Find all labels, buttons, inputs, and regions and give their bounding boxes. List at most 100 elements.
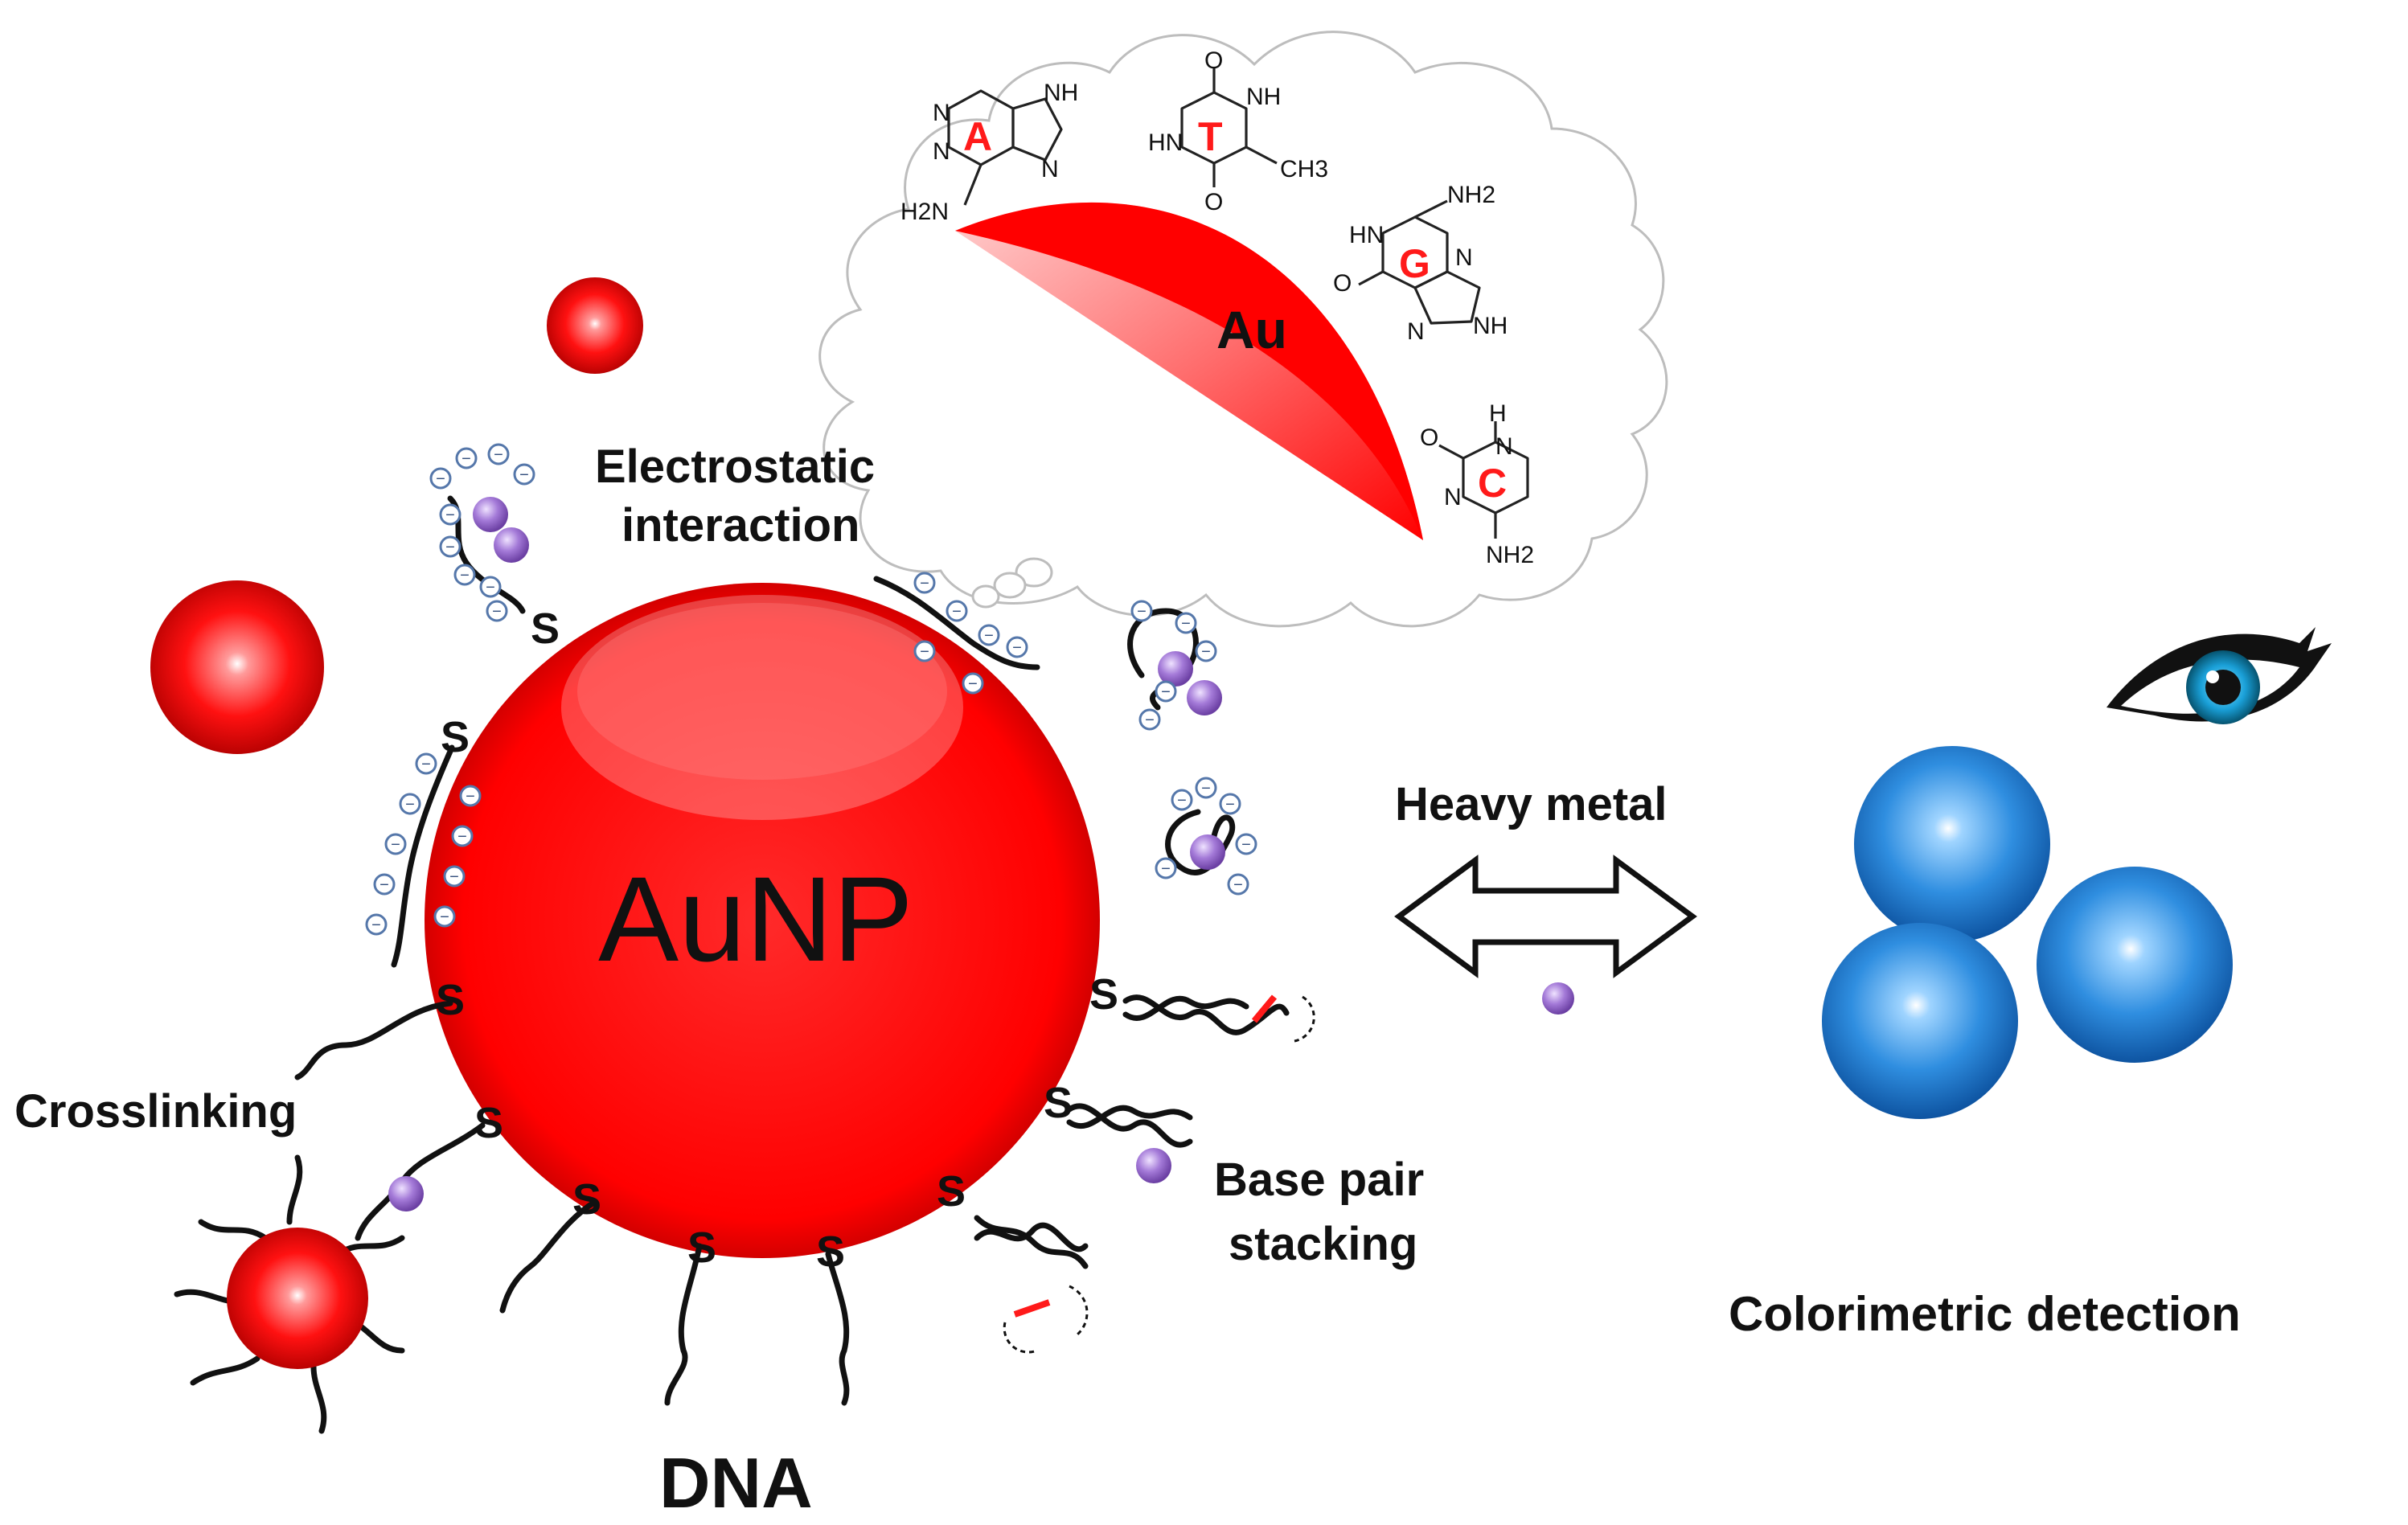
atom-label: NH2 [1486, 542, 1534, 568]
negative-charge-sign: − [952, 603, 962, 621]
atom-label: HN [1349, 222, 1384, 248]
negative-charge [1175, 612, 1197, 634]
negative-charge [365, 913, 388, 936]
thiol-s: S [687, 1224, 716, 1272]
atom-label: NH [1246, 84, 1281, 110]
atom-label: N [1407, 318, 1425, 345]
negative-charge [1235, 833, 1257, 855]
aunp-label: AuNP [598, 851, 913, 986]
atom-label: N [1041, 156, 1059, 182]
negative-charge-sign: − [461, 450, 471, 468]
double-arrow-icon [1394, 855, 1697, 978]
thiol-s: S [531, 605, 560, 653]
thought-bubble [993, 572, 1027, 599]
negative-charge [443, 865, 466, 888]
negative-charge [946, 600, 968, 622]
label-electrostatic-2: interaction [621, 499, 860, 551]
atom-label: O [1204, 47, 1223, 74]
negative-charge-sign: − [486, 579, 495, 596]
label-base-pair-1: Base pair [1214, 1154, 1424, 1206]
metal-ion [1158, 651, 1193, 687]
negative-charge [1195, 777, 1217, 799]
negative-charge-sign: − [449, 868, 459, 886]
eye-icon [2106, 627, 2332, 724]
negative-charge-sign: − [460, 567, 470, 584]
negative-charge-sign: − [984, 627, 994, 645]
negative-charge [439, 503, 461, 526]
negative-charge [1171, 789, 1193, 811]
negative-charge-sign: − [1225, 796, 1235, 814]
metal-ion [1187, 680, 1222, 715]
atom-label: NH [1473, 313, 1508, 339]
negative-charge [451, 825, 474, 847]
thiol-labels: S S S S S S S S S S [436, 605, 1118, 1276]
label-heavy-metal: Heavy metal [1395, 778, 1668, 830]
thought-bubble [1015, 557, 1053, 588]
negative-charge [1195, 640, 1217, 662]
atom-label: N [1444, 484, 1462, 510]
label-base-pair-2: stacking [1229, 1218, 1417, 1270]
metal-ion [1190, 834, 1225, 870]
negative-charge-sign: − [1233, 876, 1243, 894]
negative-charge-sign: − [519, 466, 529, 484]
negative-charge-sign: − [920, 575, 929, 592]
negative-charge [1155, 680, 1177, 703]
negative-charge [978, 624, 1000, 646]
negative-charge [1219, 793, 1241, 815]
free-aunp-medium [150, 580, 324, 754]
negative-charge-sign: − [1161, 860, 1171, 878]
base-letter-c: C [1478, 461, 1507, 506]
thiol-s: S [436, 976, 465, 1024]
negative-charge [487, 443, 510, 465]
negative-charge [1227, 873, 1249, 896]
atom-label: N [933, 138, 950, 165]
negative-charge [453, 564, 476, 586]
thiol-s: S [441, 713, 470, 761]
negative-charge [1006, 636, 1028, 658]
negative-charge [433, 905, 456, 928]
negative-charge [962, 672, 984, 695]
metal-ions-left [388, 497, 1574, 1211]
base-letter-g: G [1399, 241, 1430, 286]
thiol-s: S [1044, 1079, 1073, 1127]
thiol-s: S [937, 1167, 966, 1215]
label-crosslinking: Crosslinking [14, 1085, 297, 1138]
negative-charge-sign: − [1181, 615, 1191, 633]
negative-charge-sign: − [371, 916, 381, 934]
negative-charge [439, 535, 461, 558]
aunp-core: AuNP [425, 583, 1100, 1258]
negative-charge [459, 785, 482, 807]
thought-bubble [971, 584, 1000, 609]
base-letter-t: T [1198, 114, 1223, 159]
base-letter-a: A [963, 114, 992, 159]
thiol-s: S [816, 1228, 845, 1276]
negative-charge-sign: − [466, 788, 475, 806]
negative-charge-sign: − [1145, 711, 1155, 729]
negative-charge-sign: − [1201, 780, 1211, 797]
charge-rings: −−−−−−−−−−−−−−−−−−−−−−−−−−−−−−−−−−− [365, 443, 1257, 936]
atom-label: O [1420, 424, 1438, 451]
negative-charge-sign: − [1012, 639, 1022, 657]
negative-charge [913, 640, 936, 662]
atom-label: N [1495, 433, 1513, 460]
atom-label: N [933, 100, 950, 126]
atom-label: O [1204, 189, 1223, 215]
negative-charge-sign: − [1161, 683, 1171, 701]
free-aunp-small [547, 277, 643, 374]
negative-charge-sign: − [1177, 792, 1187, 810]
negative-charge-sign: − [1241, 836, 1251, 854]
dna-helices [974, 994, 1315, 1354]
label-dna: DNA [659, 1443, 813, 1523]
negative-charge-sign: − [968, 675, 978, 693]
atom-label: NH [1044, 80, 1078, 106]
negative-charge [913, 572, 936, 594]
atom-label: CH3 [1280, 156, 1328, 182]
negative-charge-sign: − [492, 603, 502, 621]
negative-charge [429, 467, 452, 490]
au-label: Au [1216, 300, 1287, 359]
negative-charge-sign: − [436, 470, 445, 488]
label-colorimetric: Colorimetric detection [1729, 1287, 2241, 1341]
atom-label: HN [1148, 129, 1183, 156]
base-cytosine: C H O N N NH2 [1420, 400, 1534, 568]
